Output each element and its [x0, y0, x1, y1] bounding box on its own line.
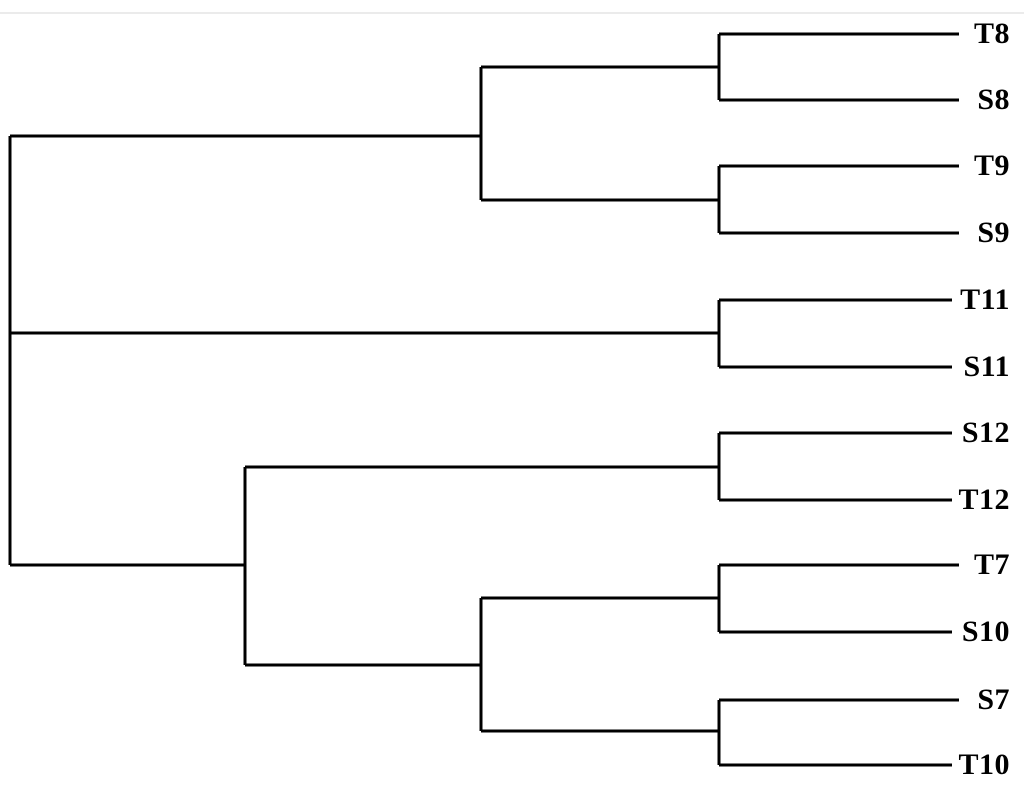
- leaf-label-t8: T8: [973, 17, 1010, 50]
- leaf-label-t7: T7: [973, 548, 1010, 581]
- leaf-label-s7: S7: [977, 683, 1010, 716]
- leaf-label-t9: T9: [973, 149, 1010, 182]
- leaf-label-t10: T10: [958, 748, 1010, 781]
- top-edge-artifact: [0, 12, 1024, 14]
- leaf-label-t12: T12: [958, 483, 1010, 516]
- leaf-label-s10: S10: [961, 615, 1010, 648]
- leaf-label-s12: S12: [961, 416, 1010, 449]
- root-cluster: [8, 32, 959, 767]
- leaf-label-t11: T11: [960, 283, 1010, 316]
- leaf-label-s11: S11: [963, 350, 1010, 383]
- leaf-label-s9: S9: [977, 216, 1010, 249]
- leaf-label-s8: S8: [977, 83, 1010, 116]
